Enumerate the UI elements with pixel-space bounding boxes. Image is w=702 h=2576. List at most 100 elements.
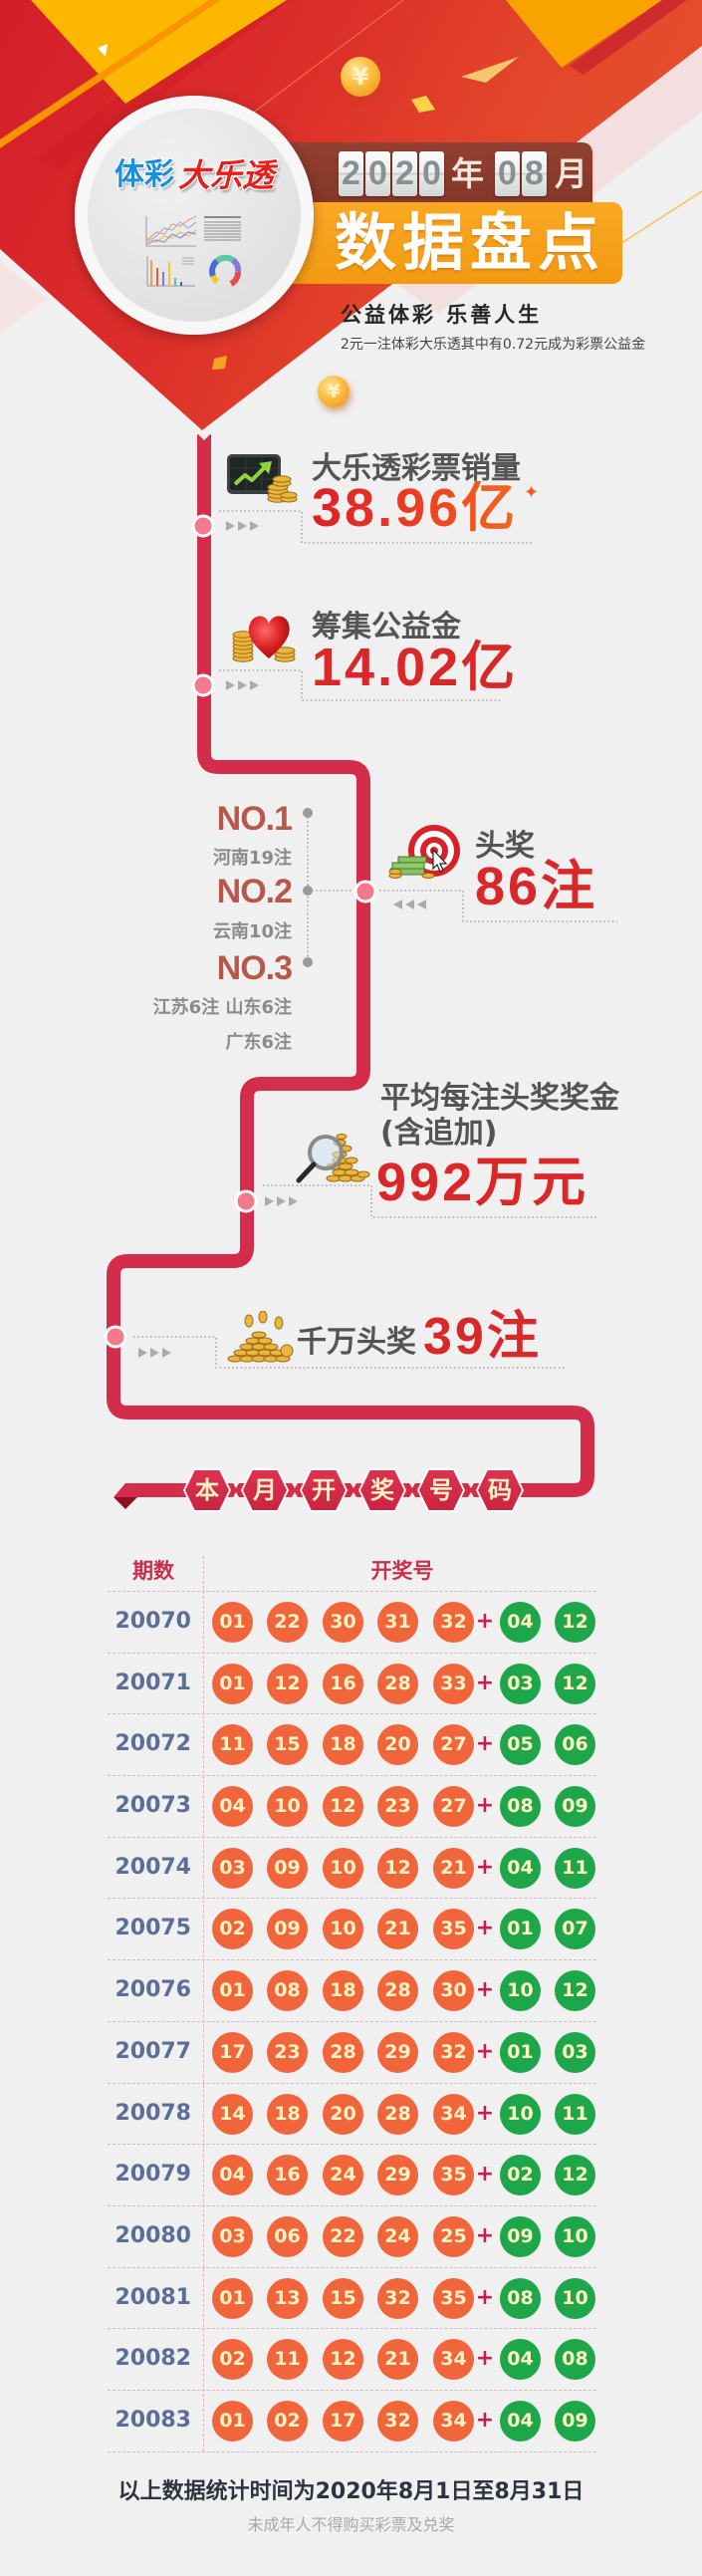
back-ball: 12 (555, 1970, 595, 2012)
front-ball: 30 (323, 1602, 363, 1643)
front-ball: 17 (212, 2031, 253, 2073)
front-ball: 35 (433, 2277, 474, 2319)
plus-sign: + (475, 1731, 495, 1757)
back-ball: 12 (555, 1602, 595, 1643)
section-title-hex: 开 (300, 1468, 348, 1512)
section-title-hex: 月 (241, 1468, 289, 1512)
month-digit-tile: 0 (495, 151, 520, 196)
section-title-hex: 奖 (358, 1468, 406, 1512)
year-digit-tile: 0 (365, 151, 390, 196)
page-title: 数据盘点 (335, 206, 606, 279)
section-title-hex: 码 (476, 1468, 524, 1512)
ribbon-notches (233, 1483, 474, 1497)
pink-diamond-decoration (0, 261, 48, 333)
heart-coins-icon (232, 616, 296, 662)
front-ball: 04 (212, 1786, 253, 1828)
back-ball: 10 (555, 2277, 595, 2319)
subtitle: 2元一注体彩大乐透其中有0.72元成为彩票公益金 (341, 337, 646, 353)
front-ball: 33 (433, 1663, 474, 1704)
front-ball: 34 (433, 2093, 474, 2135)
statistics-period-note: 以上数据统计时间为2020年8月1日至8月31日 (117, 2479, 585, 2504)
front-ball: 18 (323, 1970, 363, 2012)
table-row: 20077 17 23 28 29 32 + 01 03 (108, 2022, 596, 2084)
front-ball: 08 (267, 1970, 308, 2012)
front-ball: 22 (267, 1602, 308, 1643)
magnifier-coins-icon (296, 1134, 370, 1183)
back-ball: 05 (500, 1724, 541, 1766)
plus-sign: + (475, 1916, 495, 1941)
table-row: 20075 02 09 10 21 35 + 01 07 (108, 1899, 596, 1961)
bar-chart-icon (146, 256, 195, 287)
table-row: 20080 03 06 22 24 25 + 09 10 (108, 2206, 596, 2268)
front-ball: 17 (323, 2400, 363, 2442)
front-ball: 29 (377, 2031, 418, 2073)
front-ball: 01 (212, 2277, 253, 2319)
donut-chart-icon (209, 254, 242, 287)
ten-million-label: 千万头奖 (297, 1325, 416, 1360)
column-header-period: 期数 (132, 1559, 174, 1583)
front-ball: 27 (433, 1786, 474, 1828)
table-row: 20078 14 18 20 28 34 + 10 11 (108, 2084, 596, 2146)
front-ball: 06 (267, 2215, 308, 2257)
front-ball: 25 (433, 2215, 474, 2257)
text-lines-icon (204, 216, 241, 241)
back-ball: 01 (500, 1909, 541, 1950)
avg-prize-note: (含追加) (380, 1116, 498, 1151)
timeline-node (191, 673, 215, 697)
year-unit: 年 (451, 154, 484, 193)
table-row: 20072 11 15 18 20 27 + 05 06 (108, 1714, 596, 1777)
plus-sign: + (475, 1670, 495, 1695)
timeline-node (234, 1189, 258, 1213)
front-ball: 28 (377, 1970, 418, 2012)
rank-1-label: NO.1 (216, 800, 293, 838)
front-ball: 23 (267, 2031, 308, 2073)
section-title-char: 码 (478, 1470, 522, 1510)
welfare-label: 筹集公益金 (312, 610, 461, 644)
plus-sign: + (475, 2284, 495, 2310)
timeline-node (191, 514, 215, 538)
jackpot-value: 86注 (475, 857, 598, 916)
rank-3-detail: 江苏6注 山东6注 (152, 997, 292, 1018)
rank-2-label: NO.2 (216, 873, 293, 910)
target-money-icon (388, 825, 460, 879)
front-ball: 12 (323, 1786, 363, 1828)
front-ball: 21 (377, 2339, 418, 2381)
front-ball: 02 (267, 2400, 308, 2442)
triple-arrow-right-icon (226, 521, 259, 531)
month-unit: 月 (555, 154, 587, 193)
draw-period: 20081 (115, 2284, 191, 2310)
title-banner (279, 202, 622, 284)
year-digit-tile: 0 (419, 151, 444, 196)
year-digit-tile: 2 (339, 151, 363, 196)
draw-period: 20073 (115, 1793, 191, 1819)
draw-period: 20071 (115, 1670, 191, 1695)
front-ball: 04 (212, 2155, 253, 2196)
back-ball: 06 (555, 1724, 595, 1766)
front-ball: 29 (377, 2155, 418, 2196)
front-ball: 11 (267, 2339, 308, 2381)
dotted-connectors (133, 510, 617, 1369)
front-ball: 15 (323, 2277, 363, 2319)
draw-period: 20078 (115, 2100, 191, 2126)
table-row: 20079 04 16 24 29 35 + 02 12 (108, 2145, 596, 2206)
sparkle-icon: ✦ (524, 482, 540, 503)
back-ball: 07 (555, 1909, 595, 1950)
section-title-char: 本 (185, 1470, 229, 1510)
front-ball: 32 (433, 1602, 474, 1643)
back-ball: 08 (500, 2277, 541, 2319)
front-ball: 01 (212, 1663, 253, 1704)
timeline-top-notch (197, 433, 211, 440)
front-ball: 10 (323, 1847, 363, 1889)
front-ball: 18 (323, 1724, 363, 1766)
timeline-nodes (104, 514, 377, 1349)
front-ball: 24 (377, 2215, 418, 2257)
draw-period: 20079 (115, 2162, 191, 2188)
yen-coin-icon: ¥ (318, 376, 350, 407)
front-ball: 10 (323, 1909, 363, 1950)
front-ball: 13 (267, 2277, 308, 2319)
timeline-path (107, 434, 594, 1497)
plus-sign: + (475, 1854, 495, 1880)
back-ball: 02 (500, 2155, 541, 2196)
chart-coins-icon (227, 454, 298, 503)
